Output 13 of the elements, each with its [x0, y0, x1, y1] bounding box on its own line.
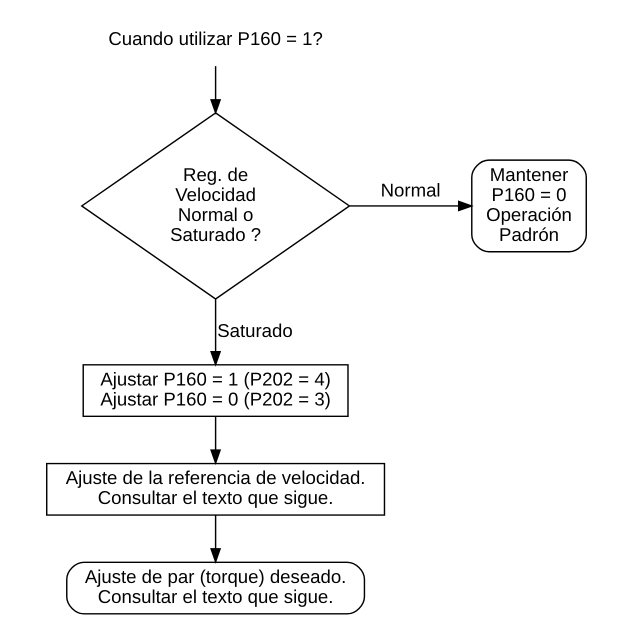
node-diamond: Reg. de Velocidad Normal o Saturado ? — [80, 112, 351, 300]
arrow — [210, 416, 222, 466]
node-box: Ajuste de la referencia de velocidad. Consultar el texto que sigue. — [46, 462, 386, 516]
node-box: Ajuste de par (torque) deseado. Consultar el texto que sigue. — [66, 562, 366, 615]
arrow — [210, 66, 222, 115]
edge-label: Normal — [380, 180, 441, 200]
node-text: Cuando utilizar P160 = 1? — [108, 28, 323, 49]
arrow — [349, 200, 474, 212]
arrow — [210, 515, 222, 564]
edge-label: Saturado — [217, 320, 293, 341]
node-box: Ajustar P160 = 1 (P202 = 4) Ajustar P160 = 0 (P202 = 3) — [82, 364, 349, 418]
node-box: Mantener P160 = 0 Operación Padrón — [471, 159, 587, 252]
arrow — [210, 299, 222, 367]
